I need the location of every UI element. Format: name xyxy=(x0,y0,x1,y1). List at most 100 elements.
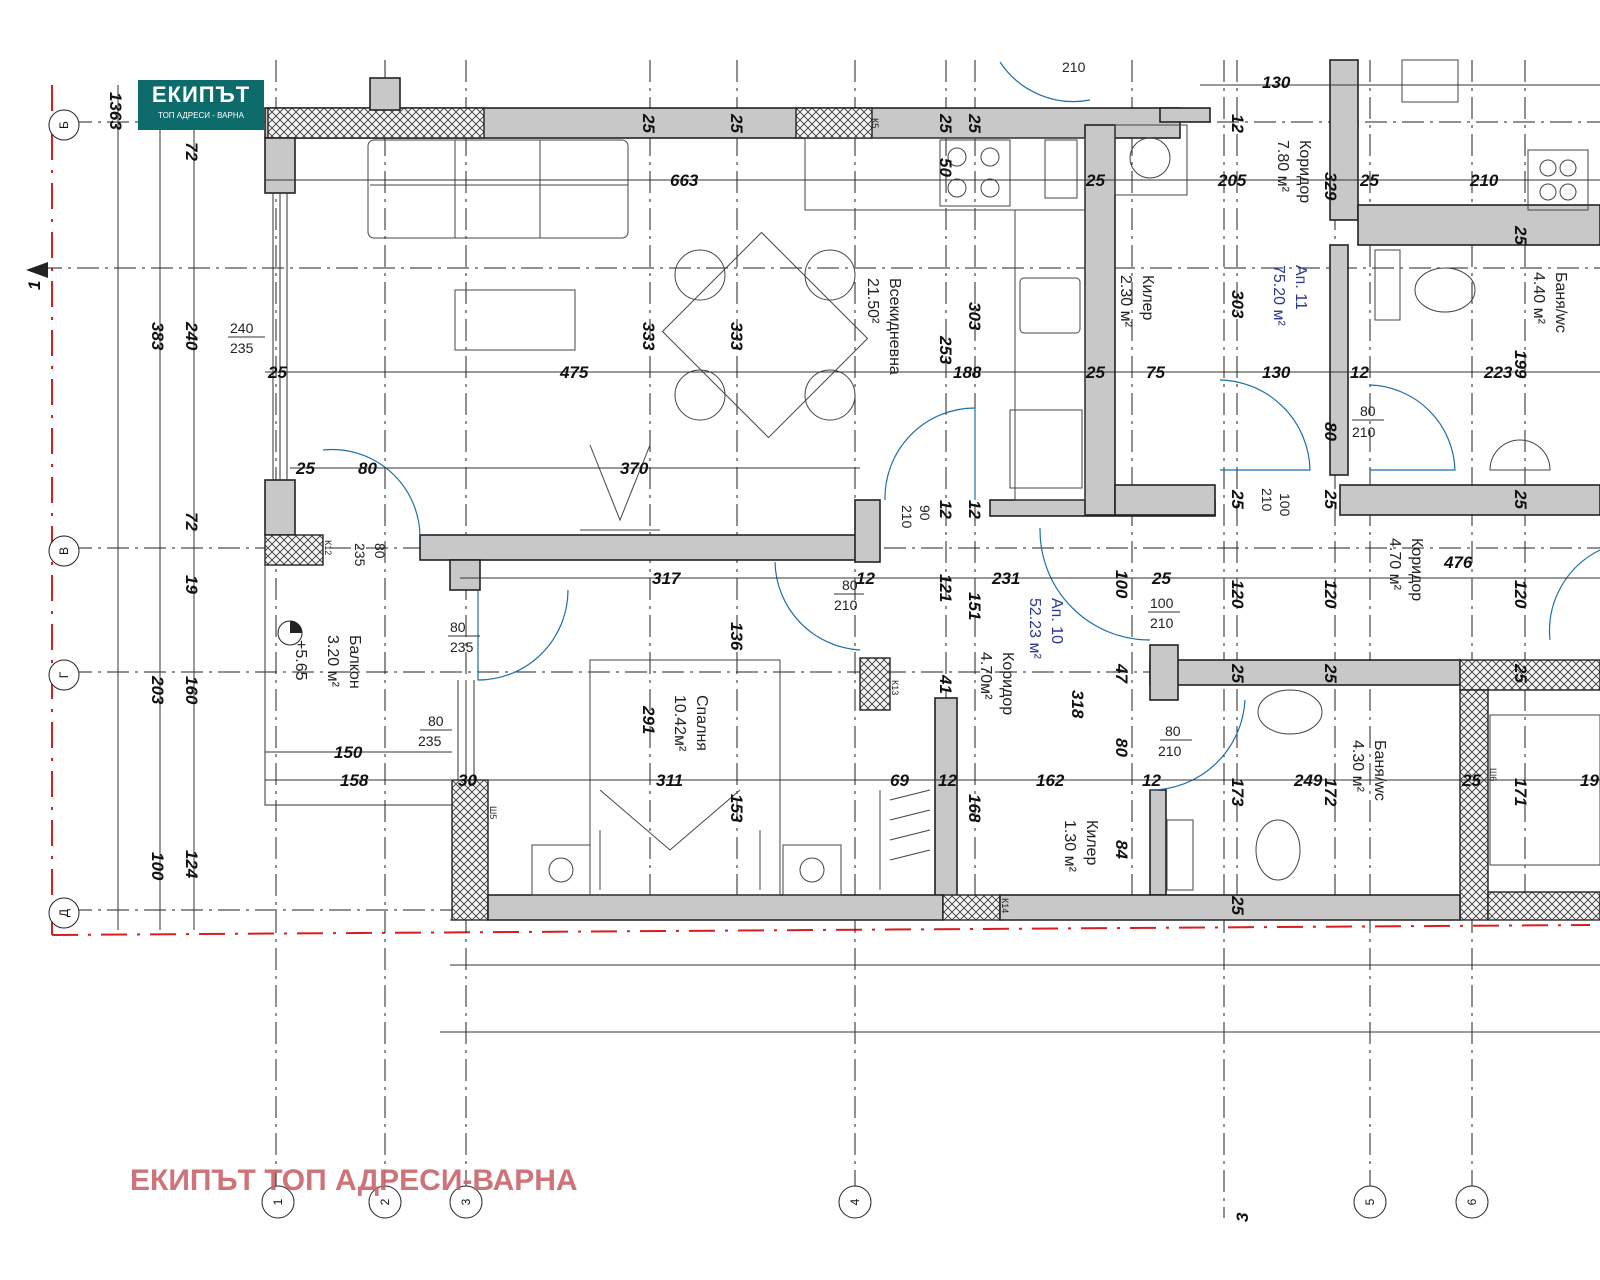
dim-vr-18: 199 xyxy=(1511,350,1530,379)
room-balcony-area: 3.20 м² xyxy=(324,635,341,688)
dim-vm-5: 121 xyxy=(936,574,955,602)
dim-r2-1: 25 xyxy=(1085,171,1105,190)
dim-r3-7: 223 xyxy=(1483,363,1513,382)
dim-r2-2: 205 xyxy=(1217,171,1247,190)
room-bath11-area: 4.40 м² xyxy=(1530,272,1547,325)
dims-left: 1363 383 203 100 72 240 72 19 160 124 xyxy=(106,92,201,881)
dim-r3-5: 130 xyxy=(1262,363,1291,382)
dim-r4-0: 25 xyxy=(295,459,315,478)
door-d5-h: 210 xyxy=(1259,488,1275,512)
company-logo: ЕКИПЪТ ТОП АДРЕСИ - ВАРНА xyxy=(138,80,264,130)
dimension-lines xyxy=(117,84,1600,930)
axis-row-d: Д xyxy=(48,897,80,929)
dim-vr-12: 25 xyxy=(1228,663,1247,683)
door-d2-h: 210 xyxy=(899,505,915,529)
dim-r7-7: 249 xyxy=(1293,771,1323,790)
dim-vr-6: 100 xyxy=(1112,570,1131,599)
dim-left-240: 240 xyxy=(182,321,201,351)
room-bedroom-area: 10.42м² xyxy=(671,695,688,752)
dim-vm-0: 50 xyxy=(936,158,955,177)
door-d6-h: 210 xyxy=(1352,424,1376,440)
dim-vm-2: 253 xyxy=(936,335,955,365)
dim-r7-8: 25 xyxy=(1461,771,1481,790)
windows xyxy=(264,193,1600,1033)
room-corridor11b-name: Коридор xyxy=(1408,538,1425,601)
room-pantry10-area: 1.30 м² xyxy=(1061,820,1078,873)
dim-left-383: 383 xyxy=(148,322,167,351)
dim-r1-2: 25 xyxy=(936,113,955,133)
dim-vr-9: 47 xyxy=(1112,663,1131,684)
door-d4-h: 210 xyxy=(1158,743,1182,759)
dim-left-72b: 72 xyxy=(182,512,201,531)
room-balcony-level: +5.65 xyxy=(292,640,309,681)
dim-r1-0: 25 xyxy=(639,113,658,133)
room-pantry11-name: Килер xyxy=(1139,275,1156,320)
boundary-lines xyxy=(51,85,1591,936)
dim-left-72a: 72 xyxy=(182,142,201,161)
dim-vr-21: 25 xyxy=(1511,663,1530,683)
balcony-door-mid-h: 235 xyxy=(450,639,474,655)
door-d5-w: 100 xyxy=(1277,493,1293,517)
walls xyxy=(264,59,1600,921)
axis-row-v: В xyxy=(48,535,80,567)
dim-vr-0: 329 xyxy=(1321,172,1340,201)
axis-col-4-label: 4 xyxy=(848,1198,862,1205)
dim-vr-11: 84 xyxy=(1112,840,1131,859)
room-bath10-area: 4.30 м² xyxy=(1349,740,1366,793)
wall-code-k5: К5 xyxy=(870,118,880,128)
furniture xyxy=(277,59,1600,896)
axis-row-d-label: Д xyxy=(57,909,71,917)
dim-vr-8: 120 xyxy=(1321,580,1340,609)
axis-col-1-label: 1 xyxy=(271,1198,285,1205)
dim-vm-4: 12 xyxy=(965,500,984,519)
axis-row-g: Г xyxy=(48,659,80,691)
axis-col-5: 5 xyxy=(1353,1185,1387,1219)
dim-vc-3: 136 xyxy=(727,622,746,651)
dim-vr-20: 171 xyxy=(1511,778,1530,806)
room-corridor11b-area: 4.70 м² xyxy=(1386,538,1403,591)
dim-vr-3: 25 xyxy=(1228,489,1247,509)
door-d1-w: 80 xyxy=(842,577,858,593)
dim-vr-10: 80 xyxy=(1112,738,1131,757)
room-corridor10-name: Коридор xyxy=(999,652,1016,715)
dim-vm-1: 303 xyxy=(965,302,984,331)
wall-code-sh5: Ш5 xyxy=(488,806,498,819)
room-corridor11a-name: Коридор xyxy=(1296,140,1313,203)
dim-r7-5: 162 xyxy=(1036,771,1065,790)
window-w1-top: 240 xyxy=(230,320,254,336)
dim-vr-1: 303 xyxy=(1228,290,1247,319)
wall-code-k12: К12 xyxy=(323,540,333,555)
dim-vm-7: 41 xyxy=(936,674,955,694)
watermark: ЕКИПЪТ ТОП АДРЕСИ-ВАРНА xyxy=(130,1164,578,1197)
dim-r5-2: 231 xyxy=(991,569,1020,588)
dim-r7-1: 30 xyxy=(458,771,477,790)
dim-r5-3: 25 xyxy=(1151,569,1171,588)
dim-vr-16: 25 xyxy=(1321,663,1340,683)
logo-tagline: ТОП АДРЕСИ - ВАРНА xyxy=(158,111,244,120)
dim-r7-0: 158 xyxy=(340,771,369,790)
dim-vr-7: 120 xyxy=(1228,580,1247,609)
dim-r3-1: 475 xyxy=(559,363,589,382)
balcony-door-top-w: 80 xyxy=(372,543,388,559)
dim-r5-0: 317 xyxy=(652,569,682,588)
dim-r2-4: 210 xyxy=(1469,171,1499,190)
dim-vm-3: 12 xyxy=(936,500,955,519)
dim-r5-4: 476 xyxy=(1443,553,1473,572)
axis-col-2-label: 2 xyxy=(378,1198,392,1205)
dim-r7-9: 19 xyxy=(1580,771,1599,790)
window-w1-bottom: 235 xyxy=(230,340,254,356)
dim-vr-2: 80 xyxy=(1321,422,1340,441)
dim-vr-14: 173 xyxy=(1228,778,1247,807)
axis-col-1: 1 xyxy=(261,1185,295,1219)
ap11-area: 75.20 м² xyxy=(1270,265,1287,326)
ap10-area: 52.23 м² xyxy=(1026,598,1043,659)
dim-r3-2: 188 xyxy=(953,363,982,382)
dim-vm-6: 151 xyxy=(965,592,984,620)
dim-vr-15: 172 xyxy=(1321,778,1340,807)
axis-col-2: 2 xyxy=(368,1185,402,1219)
wall-code-k14: К14 xyxy=(1000,898,1010,913)
wall-code-k13: К13 xyxy=(890,680,900,695)
door-d2-w: 90 xyxy=(917,505,933,521)
dim-r7-3: 69 xyxy=(890,771,909,790)
dim-r4-2: 370 xyxy=(620,459,649,478)
